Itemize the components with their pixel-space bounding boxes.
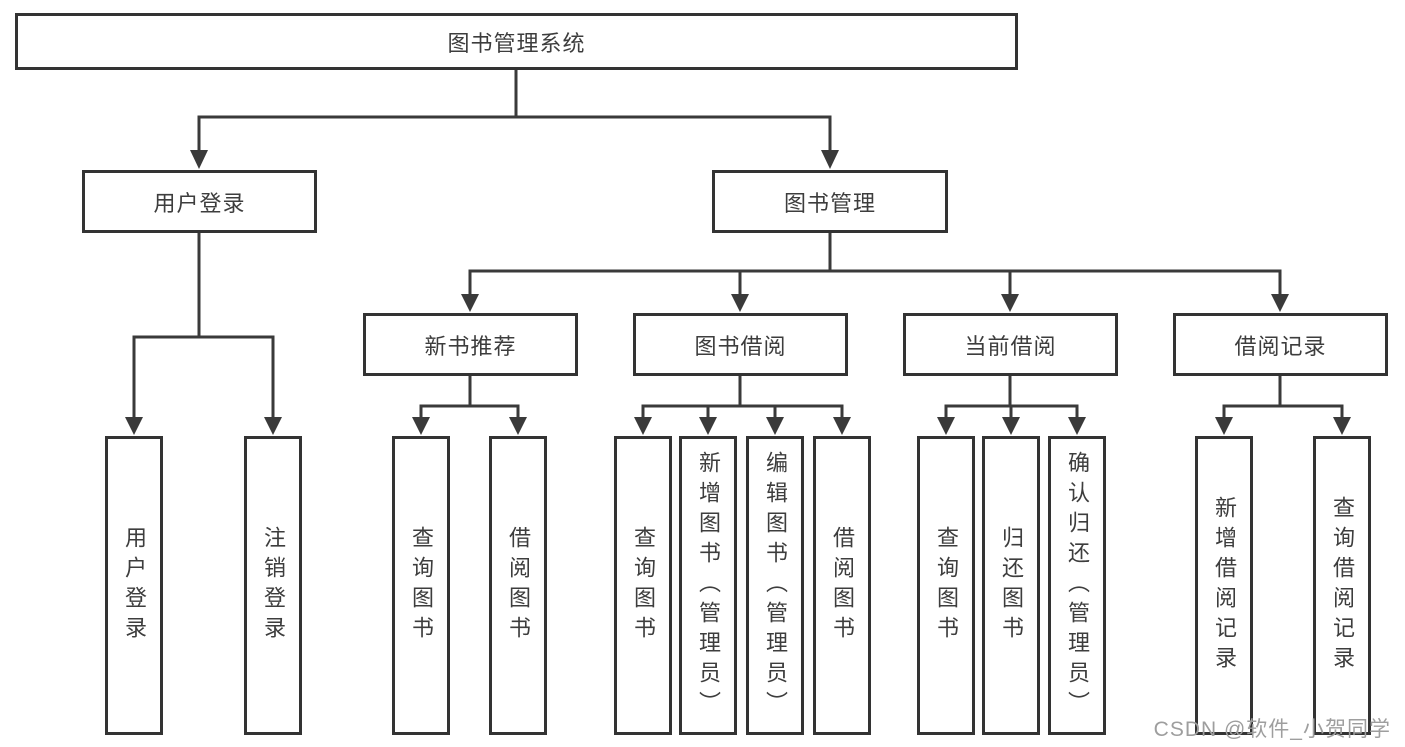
leaf-borrow-books-2: 借阅图书 (813, 436, 871, 735)
leaf-query-books-1-label: 查询图书 (409, 525, 434, 646)
leaf-borrow-books-1: 借阅图书 (489, 436, 547, 735)
leaf-user-login: 用户登录 (105, 436, 163, 735)
leaf-query-borrow-record-label: 查询借阅记录 (1330, 495, 1355, 676)
leaf-borrow-books-2-label: 借阅图书 (830, 525, 855, 646)
node-borrow-records: 借阅记录 (1173, 313, 1388, 376)
leaf-query-books-3-label: 查询图书 (934, 525, 959, 646)
node-book-borrow: 图书借阅 (633, 313, 848, 376)
leaf-edit-book-admin: 编辑图书（管理员） (746, 436, 804, 735)
node-book-management: 图书管理 (712, 170, 948, 233)
node-new-book-recommend-label: 新书推荐 (424, 333, 517, 359)
node-user-login: 用户登录 (82, 170, 317, 233)
node-user-login-label: 用户登录 (153, 190, 246, 216)
leaf-query-books-1: 查询图书 (392, 436, 450, 735)
leaf-return-book: 归还图书 (982, 436, 1040, 735)
leaf-user-login-label: 用户登录 (122, 525, 147, 646)
leaf-return-book-label: 归还图书 (999, 525, 1024, 646)
node-new-book-recommend: 新书推荐 (363, 313, 578, 376)
arrowheads (125, 150, 1351, 435)
node-root-label: 图书管理系统 (447, 30, 586, 56)
node-book-management-label: 图书管理 (783, 190, 876, 216)
leaf-confirm-return-admin: 确认归还（管理员） (1048, 436, 1106, 735)
node-current-borrow: 当前借阅 (903, 313, 1118, 376)
leaf-add-book-admin: 新增图书（管理员） (679, 436, 737, 735)
leaf-add-book-admin-label: 新增图书（管理员） (696, 450, 721, 721)
leaf-query-books-2: 查询图书 (614, 436, 672, 735)
leaf-query-books-2-label: 查询图书 (631, 525, 656, 646)
leaf-add-borrow-record: 新增借阅记录 (1195, 436, 1253, 735)
node-root: 图书管理系统 (15, 13, 1018, 70)
node-book-borrow-label: 图书借阅 (694, 333, 787, 359)
leaf-logout-login-label: 注销登录 (261, 525, 286, 646)
node-borrow-records-label: 借阅记录 (1234, 333, 1327, 359)
leaf-query-borrow-record: 查询借阅记录 (1313, 436, 1371, 735)
leaf-query-books-3: 查询图书 (917, 436, 975, 735)
leaf-borrow-books-1-label: 借阅图书 (506, 525, 531, 646)
leaf-logout-login: 注销登录 (244, 436, 302, 735)
leaf-confirm-return-admin-label: 确认归还（管理员） (1065, 450, 1090, 721)
leaf-add-borrow-record-label: 新增借阅记录 (1212, 495, 1237, 676)
csdn-watermark: CSDN @软件_小贺同学 (1153, 718, 1391, 741)
leaf-edit-book-admin-label: 编辑图书（管理员） (763, 450, 788, 721)
node-current-borrow-label: 当前借阅 (964, 333, 1057, 359)
